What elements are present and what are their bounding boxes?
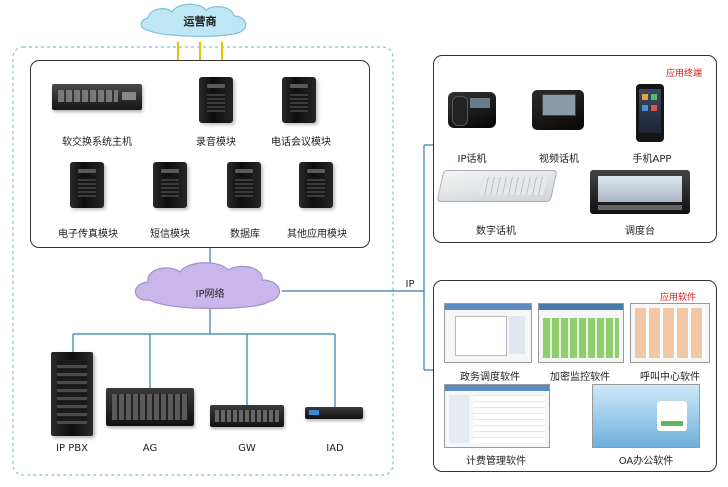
terminal-label: 手机APP xyxy=(632,154,672,165)
softswitch-server-icon xyxy=(52,84,142,110)
core-module-label: 数据库 xyxy=(230,229,260,240)
software-label: OA办公软件 xyxy=(618,456,674,467)
software-label: 呼叫中心软件 xyxy=(640,372,700,383)
core-module-label: 软交换系统主机 xyxy=(62,137,132,148)
gateway-label: AG xyxy=(142,443,158,454)
recording-server-icon xyxy=(199,77,233,123)
terminal-label: 数字话机 xyxy=(476,226,516,237)
monitor-software-screenshot xyxy=(538,303,624,363)
gateway-label: IAD xyxy=(326,443,344,454)
video-phone-icon xyxy=(532,90,584,130)
mobile-app-icon xyxy=(636,84,664,142)
software-label: 计费管理软件 xyxy=(466,456,526,467)
database-server-icon xyxy=(227,162,261,208)
carrier-label: 运营商 xyxy=(183,15,217,28)
dispatch-console-icon xyxy=(590,170,690,214)
ip-link-label: IP xyxy=(405,279,415,290)
gateway-label: IP PBX xyxy=(56,443,88,454)
core-module-label: 电子传真模块 xyxy=(58,229,118,240)
core-module-label: 电话会议模块 xyxy=(271,137,331,148)
system-boundary xyxy=(12,46,394,476)
software-label: 政务调度软件 xyxy=(460,372,520,383)
other-apps-server-icon xyxy=(299,162,333,208)
conference-server-icon xyxy=(282,77,316,123)
callcenter-software-screenshot xyxy=(630,303,710,363)
gateway-label: GW xyxy=(238,443,256,454)
software-title: 应用软件 xyxy=(659,293,696,303)
software-label: 加密监控软件 xyxy=(550,372,610,383)
dispatch-software-screenshot xyxy=(444,303,532,363)
ip-network-label: IP网络 xyxy=(195,289,225,300)
terminal-label: 视频话机 xyxy=(539,154,579,165)
terminals-box xyxy=(433,55,717,243)
terminal-label: IP话机 xyxy=(457,154,487,165)
iad-device-icon xyxy=(305,407,363,419)
sms-server-icon xyxy=(153,162,187,208)
billing-software-screenshot xyxy=(444,384,550,448)
core-module-label: 录音模块 xyxy=(196,137,236,148)
ip-phone-icon xyxy=(448,92,496,128)
carrier-cloud xyxy=(140,3,247,37)
terminals-title: 应用终端 xyxy=(665,69,702,79)
core-module-label: 其他应用模块 xyxy=(287,229,347,240)
gw-device-icon xyxy=(210,405,284,427)
ag-device-icon xyxy=(106,388,194,426)
digital-phone-icon xyxy=(436,170,558,202)
fax-server-icon xyxy=(70,162,104,208)
ip-pbx-rack-icon xyxy=(51,352,93,436)
terminal-label: 调度台 xyxy=(625,226,655,237)
ip-network-cloud xyxy=(134,262,280,310)
core-module-label: 短信模块 xyxy=(150,229,190,240)
oa-software-screenshot xyxy=(592,384,700,448)
